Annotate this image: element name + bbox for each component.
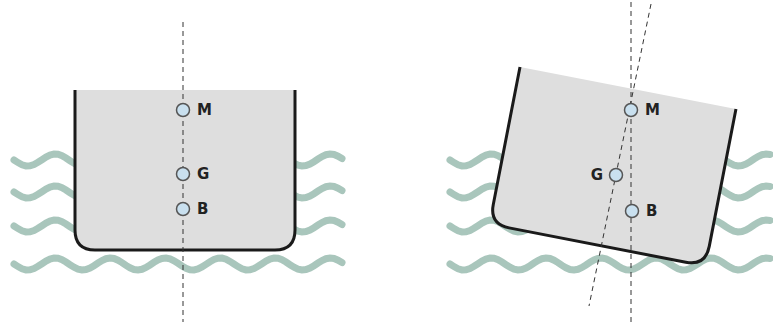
heeled-hull xyxy=(489,67,735,266)
upright-hull xyxy=(75,90,295,250)
vertical-line xyxy=(631,2,632,322)
wave-stroke xyxy=(14,258,342,270)
wave-stroke xyxy=(450,258,770,270)
point-label: G xyxy=(197,165,209,183)
point-label: B xyxy=(646,202,657,220)
point-label: B xyxy=(197,200,208,218)
point-markers xyxy=(610,104,639,218)
point-label: M xyxy=(645,101,660,119)
point-label: G xyxy=(591,166,603,184)
point-label: M xyxy=(197,101,212,119)
point-markers xyxy=(177,104,190,216)
heeled-centre-line xyxy=(589,4,651,306)
